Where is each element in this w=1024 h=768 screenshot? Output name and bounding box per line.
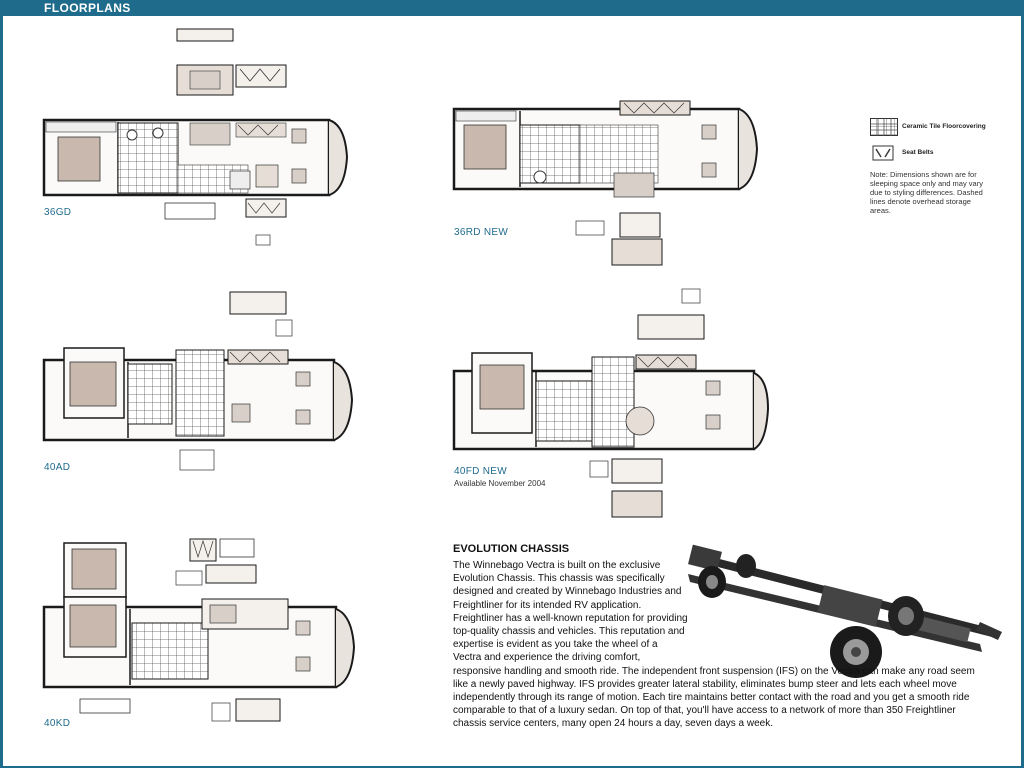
floorplan-40ad-drawing: [42, 291, 354, 471]
chassis-heading: EVOLUTION CHASSIS: [453, 543, 570, 555]
seat-belt-icon: [872, 145, 894, 161]
floorplan-label: 40KD: [44, 718, 71, 729]
floorplan-label: 40FD NEW: [454, 466, 507, 477]
left-border: [0, 0, 3, 768]
legend-tile-label: Ceramic Tile Floorcovering: [902, 123, 986, 130]
legend-seatbelt: Seat Belts: [868, 144, 998, 164]
floorplan-availability: Available November 2004: [454, 479, 546, 488]
page-title: FLOORPLANS: [44, 1, 131, 15]
legend-seatbelt-label: Seat Belts: [902, 149, 934, 156]
floorplan-36gd: 36GD: [40, 25, 360, 255]
chassis-text: The Winnebago Vectra is built on the exc…: [453, 560, 975, 730]
floorplan-40kd: 40KD: [40, 535, 360, 735]
floorplan-40fd: 40FD NEW Available November 2004: [450, 285, 770, 525]
floorplan-label: 40AD: [44, 462, 71, 473]
legend: Ceramic Tile Floorcovering Seat Belts No…: [868, 118, 998, 215]
floorplan-40kd-drawing: [42, 538, 356, 722]
chassis-image: [688, 544, 1002, 678]
legend-note: Note: Dimensions shown are for sleeping …: [870, 170, 983, 215]
floorplan-40fd-drawing: [452, 288, 770, 518]
floorplan-36rd-drawing: [452, 100, 759, 266]
right-border: [1021, 0, 1024, 768]
chassis-illustration: [680, 540, 1010, 685]
text-wrap-spacer: [688, 559, 988, 663]
floorplan-label: 36GD: [44, 207, 72, 218]
legend-tile: Ceramic Tile Floorcovering: [868, 118, 998, 138]
header-bar: FLOORPLANS: [0, 0, 1024, 16]
floorplan-40ad: 40AD: [40, 290, 360, 480]
floorplan-36rd: 36RD NEW: [450, 95, 770, 280]
floorplan-label: 36RD NEW: [454, 227, 509, 238]
floorplan-36gd-drawing: [42, 28, 349, 246]
chassis-description: The Winnebago Vectra is built on the exc…: [453, 559, 988, 731]
tile-swatch-icon: [870, 118, 898, 136]
bottom-border: [0, 766, 1024, 768]
